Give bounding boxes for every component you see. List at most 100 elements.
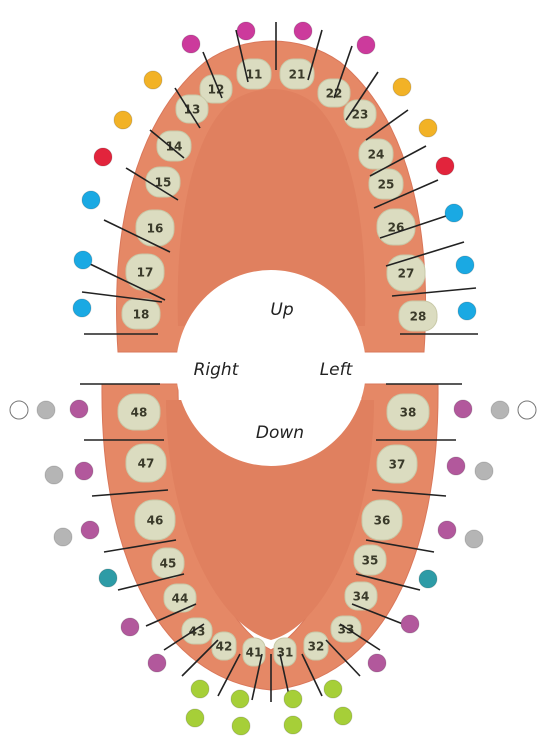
dot-48-gray[interactable]: [37, 401, 55, 419]
tooth-38[interactable]: 38: [387, 394, 429, 430]
label-right: Right: [194, 360, 240, 380]
tooth-47[interactable]: 47: [126, 444, 166, 482]
dot-31-green[interactable]: [284, 690, 302, 708]
dot-48-white[interactable]: [10, 401, 28, 419]
dot-47-purple[interactable]: [75, 462, 93, 480]
dot-25-red[interactable]: [436, 157, 454, 175]
dot-18-blue[interactable]: [73, 299, 91, 317]
tooth-number: 17: [137, 266, 154, 280]
label-up: Up: [270, 300, 293, 320]
dot-16-blue[interactable]: [82, 191, 100, 209]
tooth-28[interactable]: 28: [399, 301, 437, 331]
dot-11-magenta[interactable]: [237, 22, 255, 40]
dot-38-gray[interactable]: [491, 401, 509, 419]
dot-43-purple[interactable]: [148, 654, 166, 672]
tooth-number: 23: [352, 108, 369, 122]
tooth-number: 48: [131, 406, 148, 420]
tooth-45[interactable]: 45: [152, 548, 184, 578]
dot-21-magenta[interactable]: [294, 22, 312, 40]
tooth-22[interactable]: 22: [318, 79, 350, 107]
dot-28-blue[interactable]: [458, 302, 476, 320]
tooth-36[interactable]: 36: [362, 500, 402, 540]
dot-24-yellow[interactable]: [419, 119, 437, 137]
tooth-number: 45: [160, 557, 177, 571]
tooth-34[interactable]: 34: [345, 582, 377, 610]
tooth-41[interactable]: 41: [243, 638, 265, 666]
tooth-33[interactable]: 33: [331, 616, 361, 642]
tooth-43[interactable]: 43: [182, 618, 212, 644]
dot-38-purple[interactable]: [454, 400, 472, 418]
tooth-32[interactable]: 32: [304, 632, 328, 660]
tooth-number: 35: [362, 554, 379, 568]
tooth-46[interactable]: 46: [135, 500, 175, 540]
tooth-number: 31: [277, 646, 294, 660]
dot-23-yellow[interactable]: [393, 78, 411, 96]
tooth-number: 24: [368, 148, 385, 162]
dot-22-magenta[interactable]: [357, 36, 375, 54]
tooth-number: 41: [246, 646, 263, 660]
tooth-31[interactable]: 31: [274, 638, 296, 666]
dot-35-teal[interactable]: [419, 570, 437, 588]
tooth-number: 38: [400, 406, 417, 420]
tooth-number: 28: [410, 310, 427, 324]
tooth-number: 22: [326, 87, 343, 101]
dot-12-magenta[interactable]: [182, 35, 200, 53]
dot-46-gray[interactable]: [54, 528, 72, 546]
dot-33-purple[interactable]: [368, 654, 386, 672]
dot-34-purple[interactable]: [401, 615, 419, 633]
dot-36-purple[interactable]: [438, 521, 456, 539]
tooth-35[interactable]: 35: [354, 545, 386, 575]
tooth-number: 34: [353, 590, 370, 604]
tooth-number: 32: [308, 640, 325, 654]
label-left: Left: [320, 360, 354, 380]
dot-26-blue[interactable]: [445, 204, 463, 222]
tooth-26[interactable]: 26: [377, 209, 415, 245]
tooth-number: 37: [389, 458, 406, 472]
dot-42-green[interactable]: [191, 680, 209, 698]
tooth-24[interactable]: 24: [359, 139, 393, 169]
tooth-23[interactable]: 23: [344, 100, 376, 128]
tooth-number: 44: [172, 592, 189, 606]
dot-27-blue[interactable]: [456, 256, 474, 274]
dot-15-red[interactable]: [94, 148, 112, 166]
tooth-number: 36: [374, 514, 391, 528]
dot-47-gray[interactable]: [45, 466, 63, 484]
tooth-13[interactable]: 13: [176, 95, 208, 123]
dot-38-white[interactable]: [518, 401, 536, 419]
dot-32-green[interactable]: [334, 707, 352, 725]
dot-37-purple[interactable]: [447, 457, 465, 475]
tooth-18[interactable]: 18: [122, 299, 160, 329]
dot-32-green[interactable]: [324, 680, 342, 698]
tooth-42[interactable]: 42: [212, 632, 236, 660]
tooth-number: 16: [147, 222, 164, 236]
tooth-48[interactable]: 48: [118, 394, 160, 430]
tooth-number: 25: [378, 178, 395, 192]
tooth-37[interactable]: 37: [377, 445, 417, 483]
tooth-11[interactable]: 11: [237, 59, 271, 89]
tooth-number: 27: [398, 267, 415, 281]
dot-44-purple[interactable]: [121, 618, 139, 636]
dot-36-gray[interactable]: [465, 530, 483, 548]
dot-13-yellow[interactable]: [144, 71, 162, 89]
dot-42-green[interactable]: [186, 709, 204, 727]
dot-41-green[interactable]: [231, 690, 249, 708]
dot-17-blue[interactable]: [74, 251, 92, 269]
tooth-15[interactable]: 15: [146, 167, 180, 197]
dot-48-purple[interactable]: [70, 400, 88, 418]
tooth-16[interactable]: 16: [136, 210, 174, 246]
tooth-number: 47: [138, 457, 155, 471]
tooth-14[interactable]: 14: [157, 131, 191, 161]
dot-37-gray[interactable]: [475, 462, 493, 480]
tooth-number: 18: [133, 308, 150, 322]
dot-41-green[interactable]: [232, 717, 250, 735]
dot-45-teal[interactable]: [99, 569, 117, 587]
tooth-number: 42: [216, 640, 233, 654]
tooth-number: 21: [289, 68, 306, 82]
tooth-number: 14: [166, 140, 183, 154]
dot-14-yellow[interactable]: [114, 111, 132, 129]
tooth-44[interactable]: 44: [164, 584, 196, 612]
dot-31-green[interactable]: [284, 716, 302, 734]
tooth-number: 46: [147, 514, 164, 528]
dot-46-purple[interactable]: [81, 521, 99, 539]
